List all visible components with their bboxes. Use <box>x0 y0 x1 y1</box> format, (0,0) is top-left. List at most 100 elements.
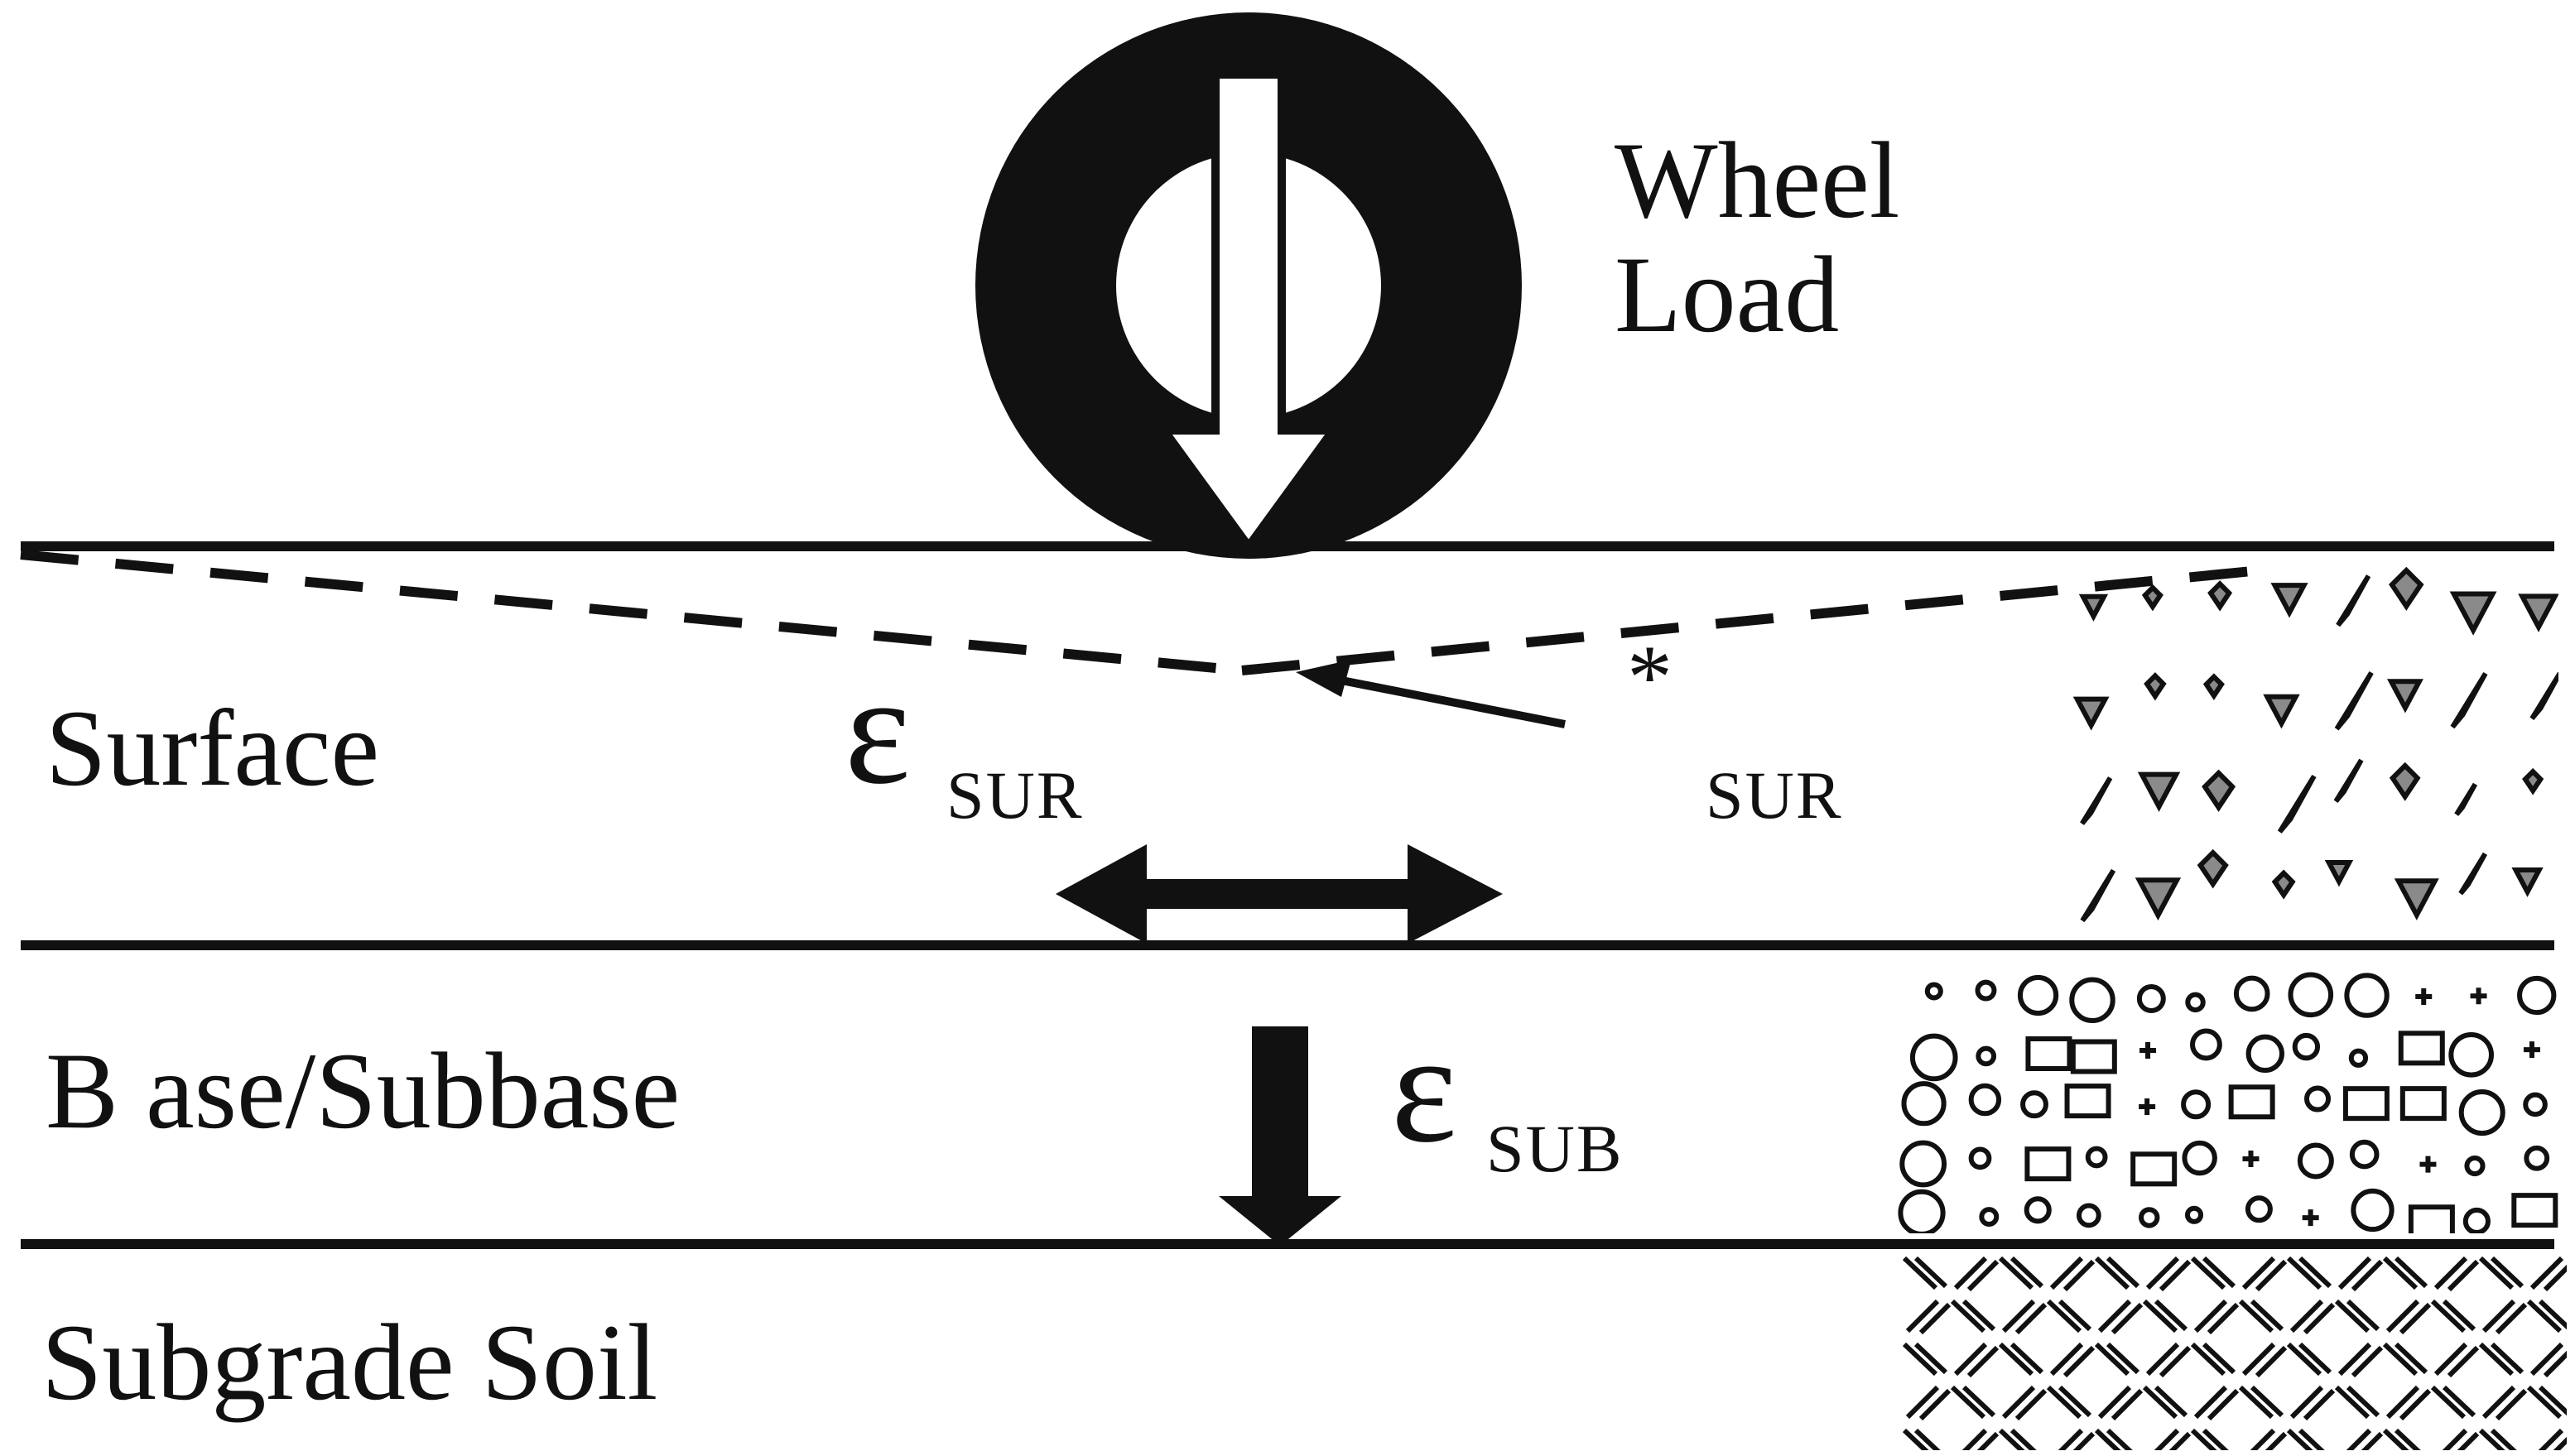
aggregate-particle <box>2449 591 2497 636</box>
base-stone <box>1901 1081 1947 1127</box>
aggregate-particle <box>2277 774 2317 834</box>
base-stone <box>2130 1151 2178 1187</box>
soil-hatch <box>2385 1299 2432 1335</box>
soil-hatch <box>2241 1342 2288 1378</box>
base-stone <box>1968 1146 1992 1170</box>
soil-hatch <box>1902 1256 1948 1290</box>
base-strain-symbol: ε <box>1391 1002 1457 1175</box>
aggregate-particle <box>2078 593 2109 622</box>
soil-hatch <box>1902 1428 1941 1450</box>
base-stone <box>2242 1151 2260 1168</box>
base-stone <box>2139 1098 2156 1115</box>
vertical-strain-arrow <box>1219 1026 1341 1246</box>
soil-hatch <box>1998 1256 2044 1290</box>
base-stone <box>2448 1031 2494 1078</box>
base-stone <box>2303 1085 2332 1112</box>
aggregate-particle <box>2529 671 2558 721</box>
aggregate-particle <box>2202 769 2236 812</box>
aggregate-particle <box>2072 696 2110 731</box>
aggregate-particle <box>2336 574 2371 627</box>
base-stone <box>2085 1146 2108 1169</box>
base-stone <box>1979 1207 2000 1228</box>
base-stone <box>1976 1045 1997 1067</box>
soil-hatch <box>2529 1342 2567 1378</box>
soil-hatch <box>2145 1256 2192 1292</box>
base-stone <box>2064 1084 2111 1119</box>
aggregate-particle <box>2137 771 2181 812</box>
base-stone <box>1924 982 1943 1001</box>
base-stone <box>2458 1089 2505 1136</box>
aggregate-particle <box>2518 593 2558 632</box>
soil-hatch <box>2433 1256 2480 1292</box>
surface-strain-subscript: SUR <box>946 757 1084 833</box>
soil-hatch <box>2097 1385 2144 1421</box>
base-stone <box>2399 1086 2447 1122</box>
base-stone <box>2348 1048 2369 1068</box>
aggregate-particle <box>2080 776 2113 825</box>
soil-hatch <box>2526 1299 2567 1333</box>
soil-hatch <box>2094 1342 2140 1377</box>
base-stone <box>2070 1039 2117 1074</box>
base-stone <box>2398 1031 2445 1066</box>
base-stone <box>2344 973 2390 1018</box>
soil-hatch <box>2478 1428 2517 1450</box>
soil-hatch <box>2382 1428 2421 1450</box>
soil-hatch <box>2097 1299 2144 1335</box>
aggregate-particle <box>2144 672 2167 701</box>
base-stone <box>2024 1146 2072 1182</box>
base-stone <box>2069 977 2115 1024</box>
soil-hatch <box>2238 1385 2284 1420</box>
aggregate-particle <box>2522 767 2544 795</box>
base-aggregate-texture <box>1898 972 2558 1233</box>
soil-hatch <box>2430 1385 2476 1420</box>
soil-hatch <box>2193 1385 2240 1421</box>
base-stone <box>1968 1083 2002 1117</box>
aggregate-particle <box>2207 580 2233 612</box>
base-stone <box>2511 1193 2558 1228</box>
soil-hatch <box>2478 1342 2524 1377</box>
soil-hatch <box>2094 1256 2140 1290</box>
base-stone <box>2524 1145 2550 1171</box>
aggregate-particle <box>2271 869 2296 900</box>
soil-hatch <box>2382 1342 2428 1377</box>
base-stone <box>2408 1204 2455 1233</box>
soil-hatch <box>2289 1299 2336 1335</box>
base-strain-subscript: SUB <box>1486 1111 1624 1186</box>
soil-hatch <box>2430 1299 2476 1333</box>
soil-hatch <box>2001 1299 2048 1335</box>
base-stone <box>2302 1209 2319 1227</box>
soil-hatch <box>1953 1256 2000 1292</box>
soil-hatch <box>2481 1299 2528 1335</box>
soil-hatch <box>2337 1342 2384 1378</box>
aggregate-particle <box>2202 673 2225 700</box>
aggregate-particle <box>2511 867 2544 897</box>
soil-hatch <box>2382 1256 2428 1290</box>
layer-label-surface: Surface <box>46 687 379 809</box>
base-stone <box>2245 1195 2273 1223</box>
soil-hatch <box>2538 1428 2567 1450</box>
base-stone <box>2181 1089 2212 1120</box>
soil-hatch <box>2058 1428 2096 1450</box>
soil-hatch <box>2334 1299 2380 1333</box>
base-stone <box>2245 1034 2284 1074</box>
soil-hatch <box>1905 1385 1952 1421</box>
soil-hatch <box>2142 1385 2188 1420</box>
base-stone <box>2228 1084 2275 1120</box>
soil-hatch <box>1998 1342 2044 1377</box>
soil-hatch <box>2190 1256 2236 1290</box>
soil-hatch <box>2346 1428 2384 1450</box>
aggregate-particle <box>2454 782 2478 816</box>
aggregate-particle <box>2389 762 2421 801</box>
soil-hatch <box>1902 1342 1948 1377</box>
wheel-label-line1: Wheel <box>1615 119 1899 241</box>
base-stone <box>2517 975 2557 1016</box>
base-stone <box>2139 1041 2157 1059</box>
soil-hatch <box>2481 1385 2528 1421</box>
soil-hatch <box>1905 1299 1952 1335</box>
subgrade-soil-texture <box>1902 1256 2567 1450</box>
base-stone <box>2136 984 2166 1013</box>
aggregate-particle <box>2263 694 2300 729</box>
base-stone <box>2462 1207 2491 1233</box>
base-stone <box>2523 1041 2540 1059</box>
base-stone <box>2185 992 2206 1013</box>
